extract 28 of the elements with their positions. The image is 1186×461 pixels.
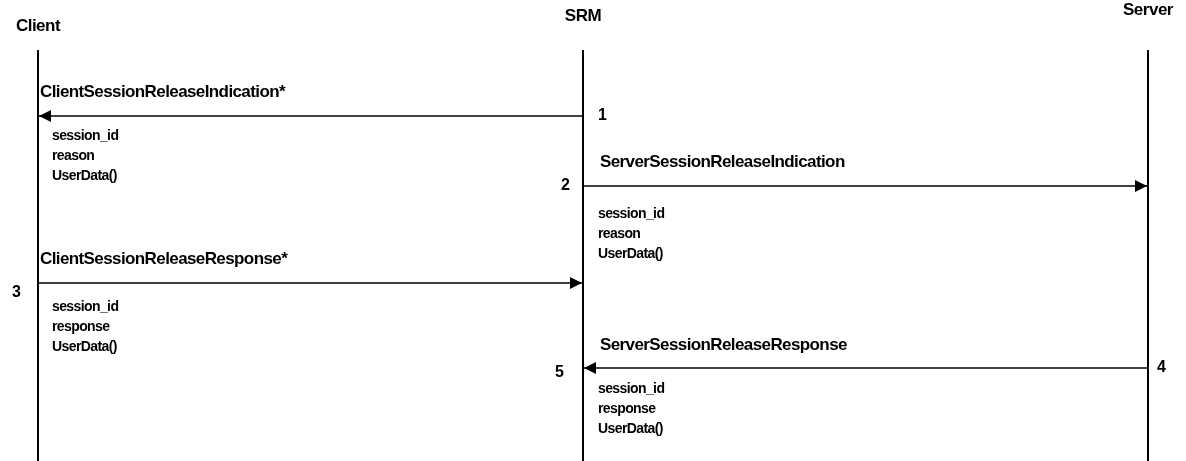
parameter-name: UserData() [52,338,117,354]
parameter-name: UserData() [598,245,663,261]
message-label: ServerSessionReleaseIndication [600,152,845,172]
parameter-name: reason [52,147,95,163]
message-arrow [38,110,583,122]
step-number: 3 [12,283,21,301]
parameter-name: response [52,318,110,334]
step-number: 1 [598,106,607,124]
message-arrow [583,180,1148,192]
parameter-name: session_id [52,298,119,314]
message-label: ServerSessionReleaseResponse [600,335,847,355]
parameter-name: response [598,400,656,416]
lifeline-heading: Server [1122,0,1174,20]
message-label: ClientSessionReleaseIndication* [40,82,285,102]
step-number: 4 [1157,358,1166,376]
parameter-name: reason [598,225,641,241]
lifeline-heading: Client [14,16,62,36]
message-arrow [583,362,1148,374]
lifeline-heading: SRM [563,6,603,26]
parameter-name: UserData() [598,420,663,436]
parameter-name: session_id [52,127,119,143]
parameter-name: session_id [598,380,665,396]
parameter-name: session_id [598,205,665,221]
message-label: ClientSessionReleaseResponse* [40,249,288,269]
step-number: 5 [555,363,564,381]
parameter-name: UserData() [52,167,117,183]
step-number: 2 [561,176,570,194]
message-arrow [38,277,583,289]
